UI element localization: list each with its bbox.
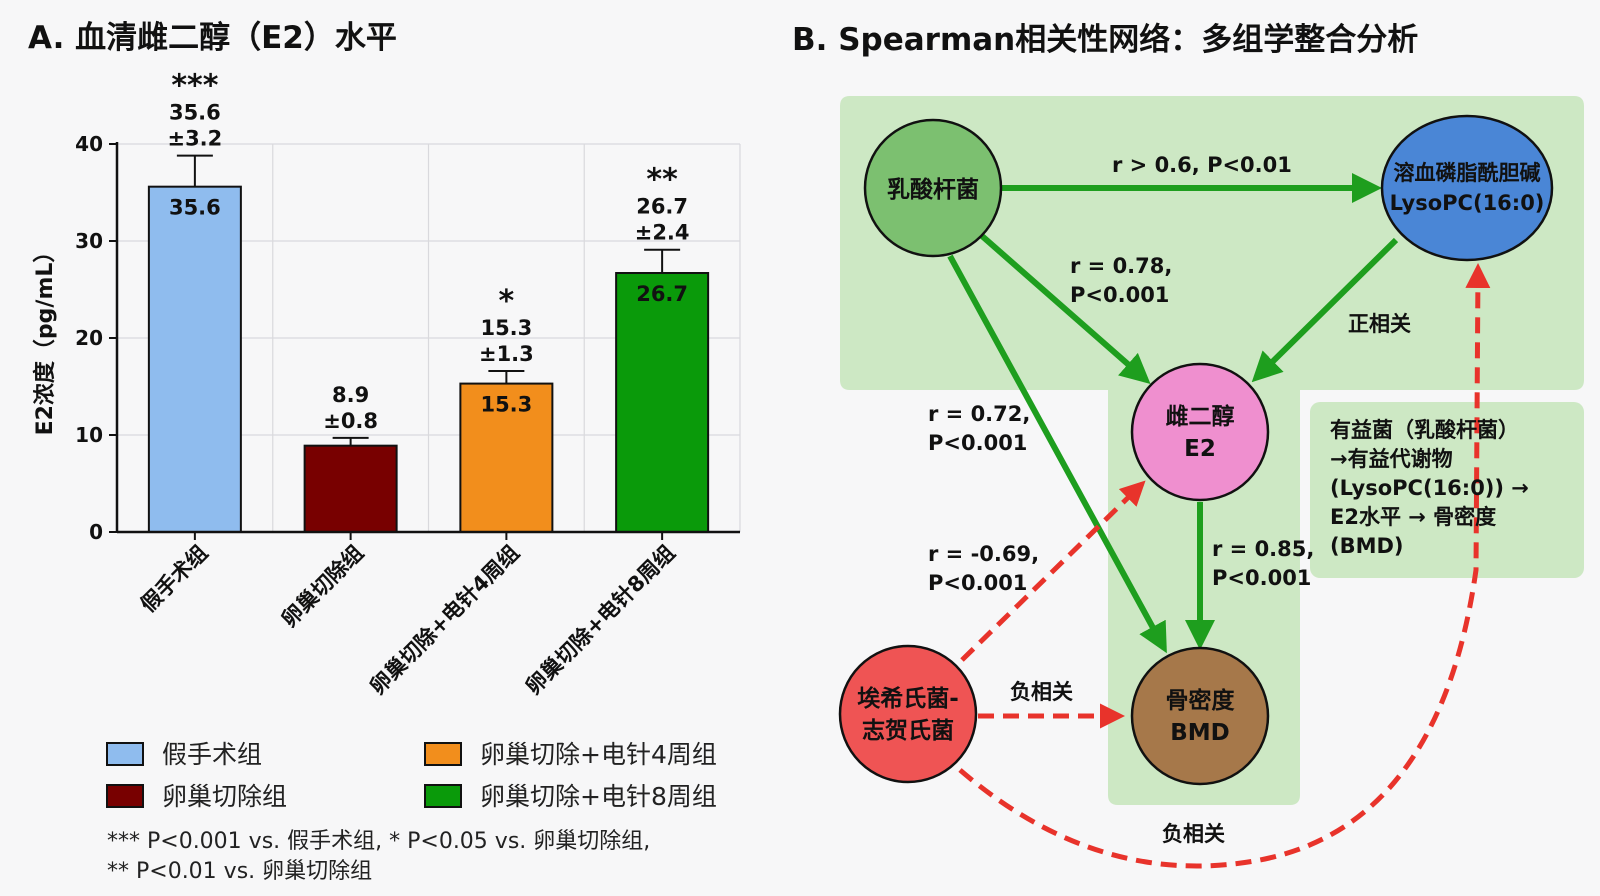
edge-esch-e2 (960, 480, 1146, 662)
node-escherichia-label-2: 志贺氏菌 (862, 718, 954, 744)
node-bmd-label-cn: 骨密度 (1166, 687, 1236, 714)
bar-1 (303, 444, 398, 534)
edge-label-esch-lysopc: 负相关 (1162, 822, 1225, 846)
edge-lacto-bmd (947, 254, 1167, 654)
node-lactobacillus-circle (863, 118, 1003, 258)
legend-label-ea4: 卵巢切除+电针4周组 (480, 740, 717, 769)
node-lactobacillus-label: 乳酸杆菌 (887, 176, 979, 203)
bar-significance-0: *** (171, 69, 218, 104)
significance-note-line1: *** P<0.001 vs. 假手术组, * P<0.05 vs. 卵巢切除组… (107, 829, 650, 854)
pathway-line-3: (LysoPC(16:0)) → (1330, 476, 1529, 500)
edge-label-e2-bmd-p: P<0.001 (1212, 566, 1311, 590)
bar-significance-2: * (499, 284, 515, 319)
edge-label-lacto-e2-p: P<0.001 (1070, 283, 1169, 307)
edge-lysopc-e2 (1251, 237, 1399, 383)
node-lysopc-label-cn: 溶血磷脂酰胆碱 (1394, 161, 1541, 185)
legend-label-ovx: 卵巢切除组 (162, 782, 287, 811)
pathway-box (1310, 402, 1584, 578)
pathway-line-4: E2水平 → 骨密度 (1330, 505, 1496, 529)
bar-sd-label-1: ±0.8 (323, 409, 378, 433)
edge-label-lysopc-e2: 正相关 (1348, 312, 1411, 336)
edge-label-lacto-bmd-p: P<0.001 (928, 431, 1027, 455)
bar-mean-label-0: 35.6 (169, 101, 221, 125)
edge-label-e2-bmd-r: r = 0.85, (1212, 537, 1314, 561)
bar-mean-label-2: 15.3 (480, 316, 532, 340)
significance-note-line2: ** P<0.01 vs. 卵巢切除组 (107, 859, 372, 884)
node-escherichia: 埃希氏菌- 志贺氏菌 (838, 644, 978, 784)
bar-3 (615, 272, 710, 533)
y-tick-label-3: 30 (75, 229, 103, 253)
legend-swatch-ea8 (424, 784, 462, 808)
edge-label-lacto-e2-r: r = 0.78, (1070, 254, 1172, 278)
category-label-0: 假手术组 (136, 541, 212, 617)
pathway-line-5: (BMD) (1330, 534, 1404, 558)
panel-b-title: B. Spearman相关性网络：多组学整合分析 (792, 22, 1418, 58)
category-label-3: 卵巢切除+电针8周组 (521, 541, 680, 700)
legend-swatch-ea4 (424, 742, 462, 766)
bar-mean-label-3: 26.7 (636, 195, 688, 219)
y-tick-label-1: 10 (75, 423, 103, 447)
bar-value-label-0: 35.6 (169, 196, 221, 220)
bar-mean-label-1: 8.9 (332, 383, 369, 407)
node-lysopc-label-en: LysoPC(16:0) (1390, 191, 1545, 215)
bar-significance-3: ** (646, 163, 678, 198)
edge-esch-lysopc (958, 263, 1491, 869)
node-e2: 雌二醇 E2 (1130, 362, 1270, 502)
edge-label-lacto-bmd-r: r = 0.72, (928, 402, 1030, 426)
category-label-1: 卵巢切除组 (277, 541, 368, 632)
edge-lacto-e2 (980, 233, 1151, 384)
legend-swatch-sham (106, 742, 144, 766)
bar-chart: 35.6±3.235.6***假手术组±0.88.9卵巢切除组15.3±1.31… (32, 69, 741, 700)
y-axis-label: E2浓度（pg/mL） (32, 241, 58, 436)
bar-2 (459, 382, 554, 533)
node-lysopc-ellipse (1380, 114, 1554, 262)
bar-sd-label-0: ±3.2 (167, 127, 222, 151)
node-bmd: 骨密度 BMD (1130, 646, 1270, 786)
bar-0 (147, 185, 242, 533)
edge-label-lacto-lysopc: r > 0.6, P<0.01 (1112, 153, 1292, 177)
edge-label-esch-bmd: 负相关 (1010, 680, 1073, 704)
node-lactobacillus: 乳酸杆菌 (863, 118, 1003, 258)
bar-sd-label-2: ±1.3 (479, 342, 534, 366)
panel-a-title: A. 血清雌二醇（E2）水平 (28, 20, 397, 56)
edge-label-esch-e2-r: r = -0.69, (928, 542, 1039, 566)
node-escherichia-label-1: 埃希氏菌- (857, 685, 959, 712)
node-escherichia-circle (838, 644, 978, 784)
edge-label-esch-e2-p: P<0.001 (928, 571, 1027, 595)
bar-value-label-2: 15.3 (480, 393, 532, 417)
bar-value-label-3: 26.7 (636, 282, 688, 306)
node-lysopc: 溶血磷脂酰胆碱 LysoPC(16:0) (1380, 114, 1554, 262)
legend: 假手术组 卵巢切除+电针4周组 卵巢切除组 卵巢切除+电针8周组 (106, 740, 717, 811)
node-e2-label-en: E2 (1184, 436, 1216, 462)
node-e2-circle (1130, 362, 1270, 502)
node-e2-label-cn: 雌二醇 (1166, 403, 1235, 430)
node-bmd-circle (1130, 646, 1270, 786)
y-tick-label-4: 40 (75, 132, 103, 156)
pathway-line-1: 有益菌（乳酸杆菌） (1330, 418, 1519, 442)
y-tick-label-0: 0 (89, 520, 103, 544)
pathway-summary: 有益菌（乳酸杆菌） →有益代谢物 (LysoPC(16:0)) → E2水平 →… (1330, 418, 1529, 558)
bar-sd-label-3: ±2.4 (635, 221, 690, 245)
legend-label-ea8: 卵巢切除+电针8周组 (480, 782, 717, 811)
pathway-line-2: →有益代谢物 (1330, 447, 1453, 471)
category-label-2: 卵巢切除+电针4周组 (365, 541, 524, 700)
legend-swatch-ovx (106, 784, 144, 808)
y-tick-label-2: 20 (75, 326, 103, 350)
node-bmd-label-en: BMD (1170, 720, 1230, 746)
legend-label-sham: 假手术组 (162, 740, 262, 769)
